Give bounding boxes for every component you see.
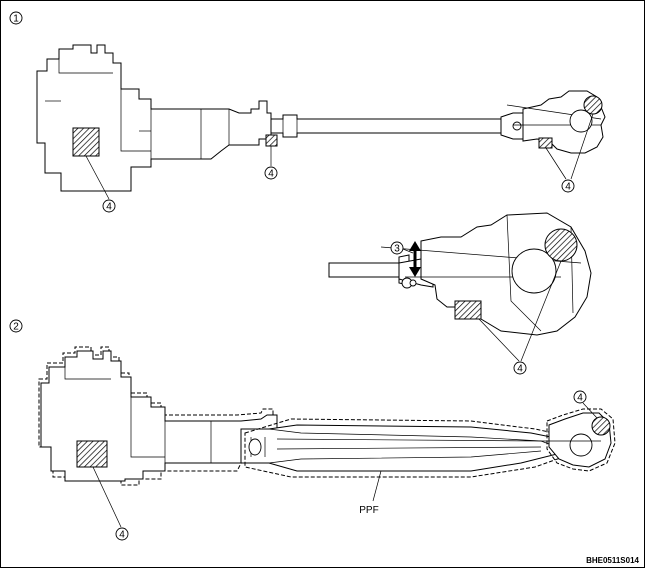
part-4-mark-transmission-view-2 <box>76 440 108 468</box>
transmission-view-1 <box>36 44 272 192</box>
callout-4-transmission-view-1: 4 <box>102 199 116 213</box>
part-4-mark-detail-bottom <box>454 300 482 320</box>
part-4-mark-detail-top <box>544 228 578 262</box>
part-4-mark-joint-view-1 <box>265 134 278 147</box>
part-4-mark-differential-view-2 <box>591 416 611 436</box>
callout-4-detail: 4 <box>513 361 527 375</box>
propeller-shaft-view-2 <box>276 438 542 450</box>
part-4-mark-transmission-view-1 <box>72 127 100 157</box>
view-1-marker-text: 1 <box>13 14 19 25</box>
view-1-marker: 1 <box>9 11 23 25</box>
ppf-label: PPF <box>359 505 378 516</box>
callout-4-differential-view-2: 4 <box>573 390 587 404</box>
view-2-marker-text: 2 <box>13 322 19 333</box>
svg-text:4: 4 <box>517 364 523 375</box>
part-4-mark-diff-top-view-1 <box>583 95 603 115</box>
svg-text:4: 4 <box>119 530 125 541</box>
callout-3-detail: 3 <box>390 241 404 255</box>
svg-text:4: 4 <box>106 202 112 213</box>
svg-text:4: 4 <box>577 393 583 404</box>
callout-4-joint-view-1: 4 <box>264 166 278 180</box>
svg-text:4: 4 <box>565 182 571 193</box>
transmission-view-2 <box>38 346 278 486</box>
part-4-mark-diff-bottom-view-1 <box>538 137 553 149</box>
svg-text:3: 3 <box>394 244 400 255</box>
propeller-shaft-view-1 <box>270 112 524 140</box>
callout-4-transmission-view-2: 4 <box>115 527 129 541</box>
callout-4-differential-view-1: 4 <box>561 179 575 193</box>
svg-text:4: 4 <box>268 169 274 180</box>
view-2-marker: 2 <box>9 319 23 333</box>
figure-code: BHE0511S014 <box>586 556 639 565</box>
